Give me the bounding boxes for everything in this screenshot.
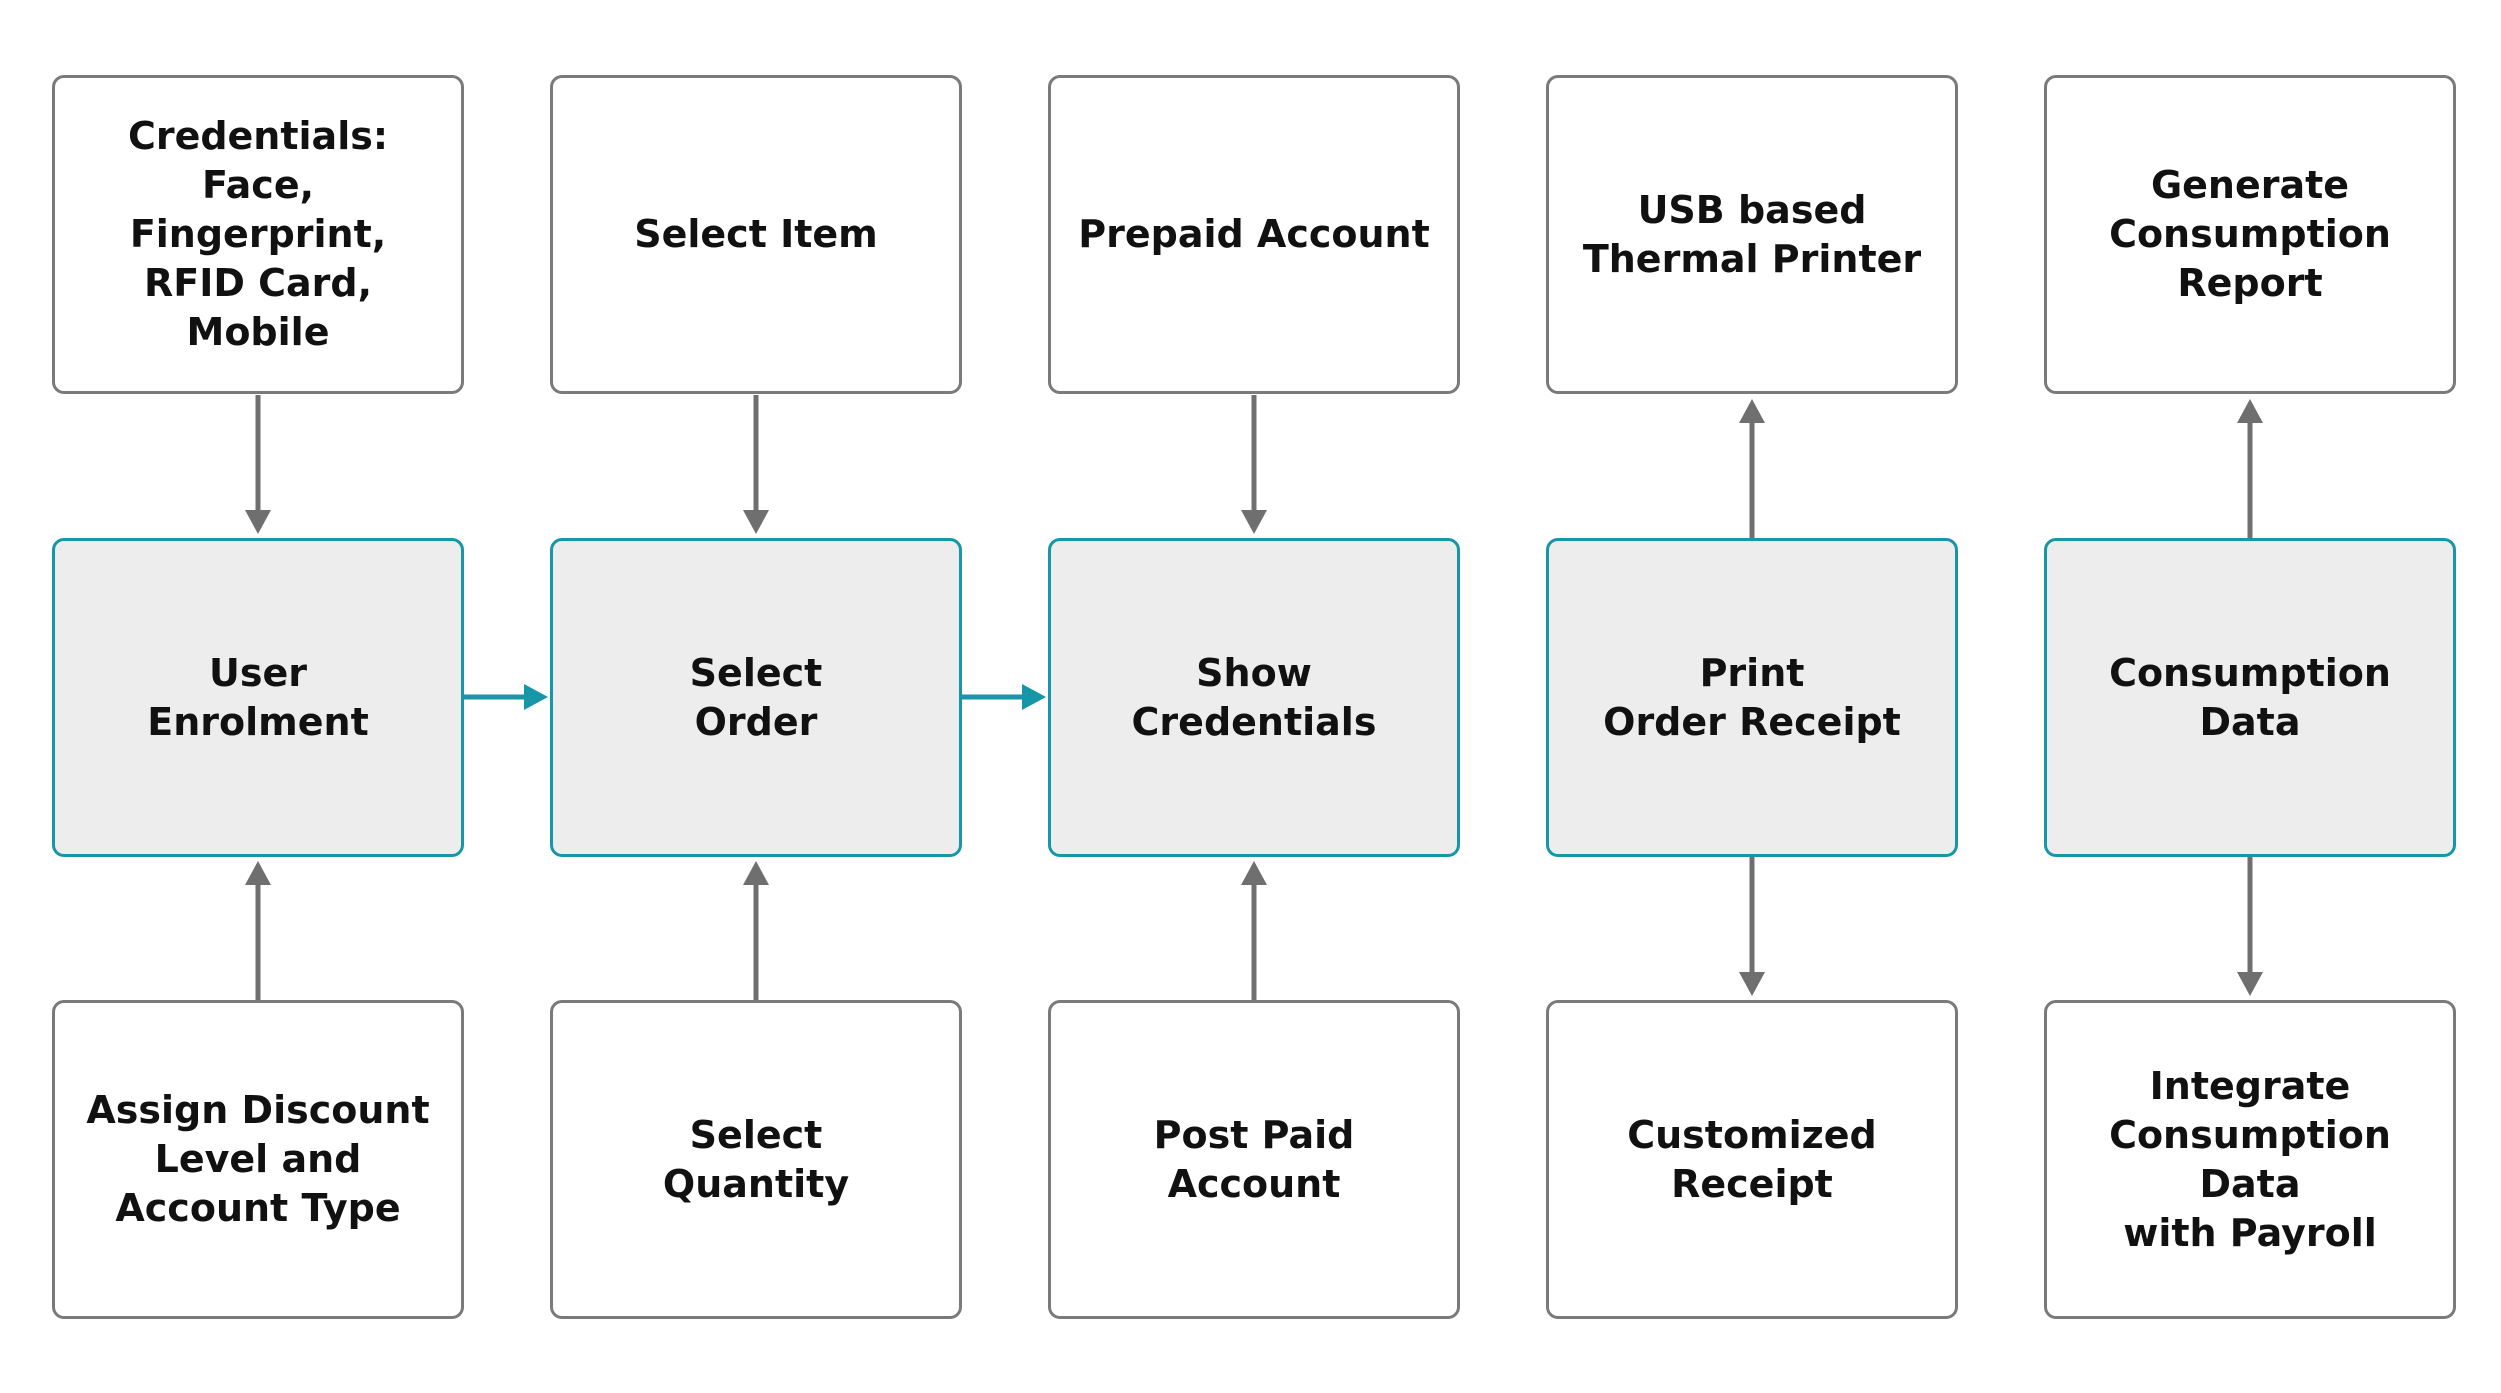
box-print-order-receipt: Print Order Receipt	[1546, 538, 1958, 857]
box-show-credentials: Show Credentials	[1048, 538, 1460, 857]
flow-arrow-2-head	[1022, 684, 1046, 710]
box-user-enrolment: User Enrolment	[52, 538, 464, 857]
box-label: Assign Discount Level and Account Type	[86, 1088, 430, 1230]
arrow-bottom-to-core-2	[743, 861, 769, 1000]
box-label: Select Quantity	[662, 1112, 850, 1206]
arrow-bottom-to-core-3-head	[1241, 861, 1267, 885]
box-label: Consumption Data	[2109, 650, 2391, 744]
arrow-top-to-core-2	[743, 395, 769, 534]
arrow-core-to-top-4	[1739, 399, 1765, 538]
box-label: Credentials: Face, Fingerprint, RFID Car…	[127, 114, 389, 354]
arrow-top-to-core-3-head	[1241, 510, 1267, 534]
box-label: Show Credentials	[1131, 650, 1377, 744]
box-label: Integrate Consumption Data with Payroll	[2109, 1063, 2391, 1255]
arrow-core-to-bottom-5-head	[2237, 972, 2263, 996]
box-select-item: Select Item	[550, 75, 962, 394]
arrow-core-to-bottom-4-head	[1739, 972, 1765, 996]
arrow-core-to-bottom-5	[2237, 857, 2263, 996]
box-thermal-printer: USB based Thermal Printer	[1546, 75, 1958, 394]
box-label: Post Paid Account	[1153, 1112, 1355, 1206]
box-integrate-payroll: Integrate Consumption Data with Payroll	[2044, 1000, 2456, 1319]
arrow-bottom-to-core-3	[1241, 861, 1267, 1000]
box-consumption-report: Generate Consumption Report	[2044, 75, 2456, 394]
arrow-core-to-bottom-4	[1739, 857, 1765, 996]
box-label: Select Item	[634, 212, 878, 256]
flow-arrow-1-head	[524, 684, 548, 710]
box-prepaid-account: Prepaid Account	[1048, 75, 1460, 394]
arrow-top-to-core-3	[1241, 395, 1267, 534]
arrow-bottom-to-core-1	[245, 861, 271, 1000]
box-post-paid-account: Post Paid Account	[1048, 1000, 1460, 1319]
box-select-order: Select Order	[550, 538, 962, 857]
arrow-layer	[245, 395, 2263, 1000]
arrow-core-to-top-5-head	[2237, 399, 2263, 423]
box-consumption-data: Consumption Data	[2044, 538, 2456, 857]
arrow-core-to-top-5	[2237, 399, 2263, 538]
flow-arrow-1	[464, 684, 548, 710]
arrow-core-to-top-4-head	[1739, 399, 1765, 423]
box-label: Prepaid Account	[1078, 212, 1430, 256]
arrow-top-to-core-2-head	[743, 510, 769, 534]
arrow-top-to-core-1	[245, 395, 271, 534]
box-label: USB based Thermal Printer	[1582, 187, 1922, 281]
box-label: Customized Receipt	[1627, 1112, 1877, 1206]
box-label: Select Order	[689, 650, 823, 744]
box-label: User Enrolment	[147, 650, 369, 744]
box-credentials: Credentials: Face, Fingerprint, RFID Car…	[52, 75, 464, 394]
box-assign-discount: Assign Discount Level and Account Type	[52, 1000, 464, 1319]
flow-arrow-2	[962, 684, 1046, 710]
box-customized-receipt: Customized Receipt	[1546, 1000, 1958, 1319]
box-select-quantity: Select Quantity	[550, 1000, 962, 1319]
arrow-top-to-core-1-head	[245, 510, 271, 534]
box-label: Print Order Receipt	[1603, 650, 1901, 744]
arrow-bottom-to-core-2-head	[743, 861, 769, 885]
box-label: Generate Consumption Report	[2109, 163, 2391, 305]
arrow-bottom-to-core-1-head	[245, 861, 271, 885]
